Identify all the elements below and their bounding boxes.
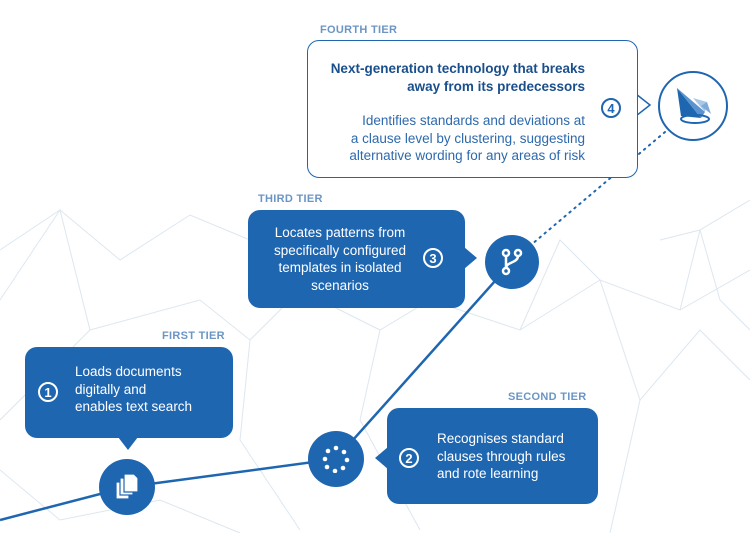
dots-circle-icon [308, 431, 364, 487]
pointer-tier3 [464, 247, 477, 269]
pointer-tier4 [635, 92, 652, 118]
tier4-heading: Next-generation technology that breaks a… [331, 60, 585, 95]
desc-line: and rote learning [437, 466, 539, 481]
desc-line: Loads documents [75, 364, 182, 379]
desc-line: scenarios [311, 277, 369, 293]
desc-line: a clause level by clustering, suggesting [350, 130, 585, 146]
desc-line: specifically configured [273, 242, 407, 258]
tier-number-2: 2 [399, 448, 419, 468]
dotted-line [524, 131, 666, 251]
tier3-description: Locates patterns from specifically confi… [258, 224, 422, 294]
desc-line: Recognises standard [437, 431, 564, 446]
desc-line: alternative wording for any areas of ris… [349, 148, 585, 163]
tier-label-3: THIRD TIER [258, 193, 323, 205]
tier-box-2 [387, 408, 598, 504]
progress-line [0, 261, 513, 522]
tier-number-1: 1 [38, 382, 58, 402]
heading-line: Next-generation technology that breaks [330, 61, 585, 76]
desc-line: clauses through rules [437, 448, 566, 464]
tier4-description: Identifies standards and deviations at a… [349, 112, 585, 165]
desc-line: Identifies standards and deviations at [362, 113, 585, 128]
pointer-tier2 [375, 447, 388, 469]
origami-boat-icon [658, 71, 728, 141]
desc-line: enables text search [75, 399, 193, 414]
desc-line: templates in isolated [278, 260, 402, 275]
tier-number-4: 4 [601, 98, 621, 118]
desc-line: Locates patterns from [274, 225, 406, 240]
tier-number-3: 3 [423, 248, 443, 268]
tier-label-4: FOURTH TIER [320, 24, 398, 36]
tier-box-1 [25, 347, 233, 438]
tier2-description: Recognises standard clauses through rule… [437, 430, 565, 483]
heading-line: away from its predecessors [407, 78, 585, 94]
pointer-tier1 [118, 437, 138, 450]
tier-box-4 [307, 40, 638, 178]
branch-icon [485, 235, 539, 289]
tier-label-1: FIRST TIER [162, 330, 225, 342]
documents-icon [99, 459, 155, 515]
tier1-description: Loads documents digitally and enables te… [75, 363, 192, 416]
desc-line: digitally and [75, 381, 147, 397]
tier-label-2: SECOND TIER [508, 391, 587, 403]
